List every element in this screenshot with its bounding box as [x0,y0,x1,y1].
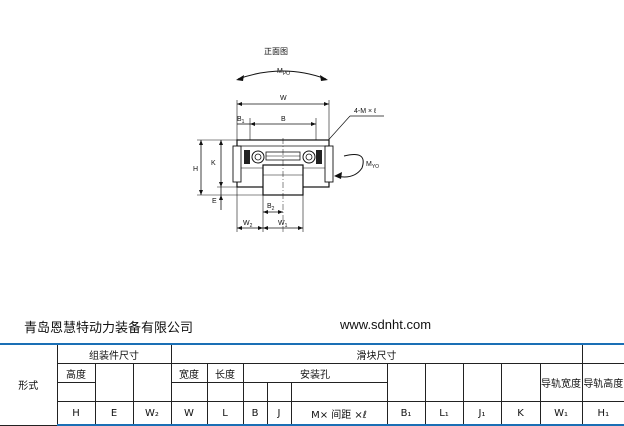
dim-W: W [280,95,287,102]
group-block-dims: 滑块尺寸 [170,343,583,364]
symbol-W: W [170,401,208,426]
dim-B1: B1 [237,116,245,125]
rail [262,138,304,232]
rail-height-header: 导轨高度 [581,363,624,402]
blank-J [266,382,292,402]
blank-H [56,382,96,402]
moment-pitch-arrow [236,70,328,81]
group-assembly-dims: 组装件尺寸 [56,343,172,364]
company-name: 青岛恩慧特动力装备有限公司 [24,321,194,336]
moment-yaw-arrow [334,154,364,179]
symbol-H1: H₁ [581,401,624,426]
row-label-form: 形式 [0,343,58,426]
symbol-H: H [56,401,96,426]
symbol-L: L [206,401,244,426]
blank-E [94,363,134,402]
symbol-E: E [94,401,134,426]
website-link[interactable]: www.sdnht.com [340,317,432,332]
dim-H: H [193,166,198,173]
blank-J1 [462,363,502,402]
rail-width-header: 导轨宽度 [539,363,583,402]
symbol-K: K [500,401,541,426]
blank-M [290,382,388,402]
table-symbol-row: H E W₂ W L B J M× 间距 ×ℓ B₁ L₁ J₁ K W₁ H₁ [0,401,624,426]
dim-E: E [212,198,217,205]
dim-B: B [281,116,286,123]
sub-height: 高度 [56,363,96,383]
bolt-callout: 4-M × ℓ [354,108,377,115]
symbol-W1: W₁ [539,401,583,426]
symbol-J: J [266,401,292,426]
sub-width: 宽度 [170,363,208,383]
blank-B [242,382,268,402]
symbol-W2: W₂ [132,401,172,426]
symbol-L1: L₁ [424,401,464,426]
table-header-row-2: 高度 宽度 长度 安装孔 导轨宽度 导轨高度 [0,363,624,402]
blank-B1 [386,363,426,402]
sub-length: 长度 [206,363,244,383]
blank-W2 [132,363,172,402]
blank-K [500,363,541,402]
symbol-J1: J₁ [462,401,502,426]
symbol-M-pitch-l: M× 间距 ×ℓ [290,401,388,426]
blank-W [170,382,208,402]
dim-W1: W1 [278,220,288,229]
sub-mounting-hole: 安装孔 [242,363,388,383]
table-header-row-3 [0,382,624,402]
blank-L [206,382,244,402]
moment-yaw-label: MYO [366,161,379,170]
moment-pitch-label: MPO [277,68,290,77]
dim-K: K [211,160,216,167]
view-title: 正面图 [264,47,288,56]
table-header-row-1: 形式 组装件尺寸 滑块尺寸 [0,343,624,426]
spec-table: 形式 组装件尺寸 滑块尺寸 高度 宽度 长度 安装孔 导轨宽度 导轨高度 H E… [0,343,624,426]
symbol-B: B [242,401,268,426]
dim-W2: W2 [243,220,253,229]
dim-B2: B2 [267,203,275,212]
symbol-B1: B₁ [386,401,426,426]
front-view-drawing: 正面图 MPO W B1 B 4-M × ℓ [193,47,384,232]
header-blank [581,343,624,364]
blank-L1 [424,363,464,402]
